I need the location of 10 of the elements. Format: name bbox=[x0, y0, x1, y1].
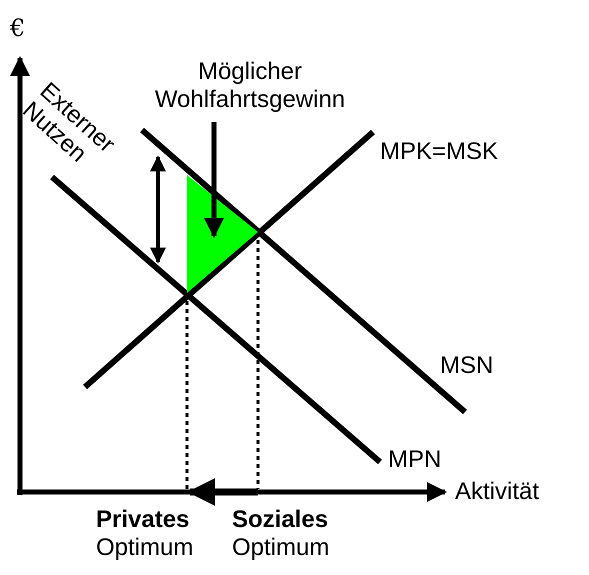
axis-label: Aktivität bbox=[455, 478, 540, 506]
curve-label: MSN bbox=[440, 352, 494, 380]
optimum-label: Privates Optimum bbox=[96, 506, 194, 562]
shaded-area bbox=[187, 172, 258, 293]
axis-label: € bbox=[10, 14, 26, 42]
optimum-label: Soziales Optimum bbox=[232, 506, 330, 562]
annotation-text: Möglicher Wohlfahrtsgewinn bbox=[154, 58, 346, 114]
curve-label: MPK=MSK bbox=[380, 138, 498, 166]
arrow bbox=[204, 122, 224, 238]
curve-label: MPN bbox=[388, 446, 442, 474]
